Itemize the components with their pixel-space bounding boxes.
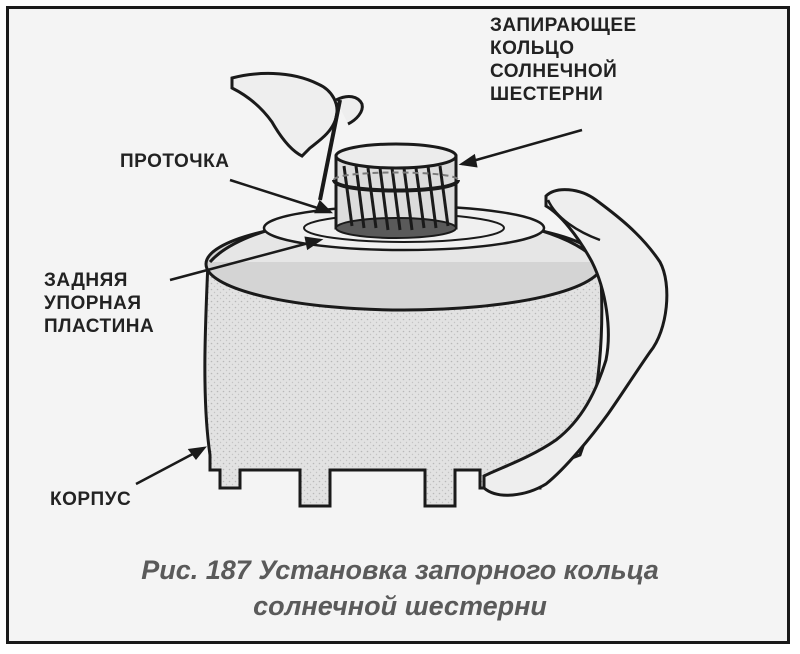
right-hand <box>482 188 669 497</box>
label-groove: ПРОТОЧКА <box>120 151 230 172</box>
leader-lock-ring <box>461 128 583 166</box>
caption-line-1: Рис. 187 Установка запорного кольца <box>141 555 659 585</box>
upper-hand <box>230 71 339 158</box>
figure-caption: Рис. 187 Установка запорного кольца солн… <box>0 552 800 624</box>
lock-ring <box>332 178 460 193</box>
label-sun-gear-lock-ring: ЗАПИРАЮЩЕЕ КОЛЬЦО СОЛНЕЧНОЙ ШЕСТЕРНИ <box>490 15 637 105</box>
label-housing: КОРПУС <box>50 489 132 510</box>
housing-body <box>203 260 604 508</box>
caption-line-2: солнечной шестерни <box>253 591 547 621</box>
label-rear-thrust-plate: ЗАДНЯЯ УПОРНАЯ ПЛАСТИНА <box>44 270 155 337</box>
leader-groove <box>229 178 331 214</box>
leader-plate <box>169 238 321 282</box>
pick-tool <box>318 99 342 201</box>
